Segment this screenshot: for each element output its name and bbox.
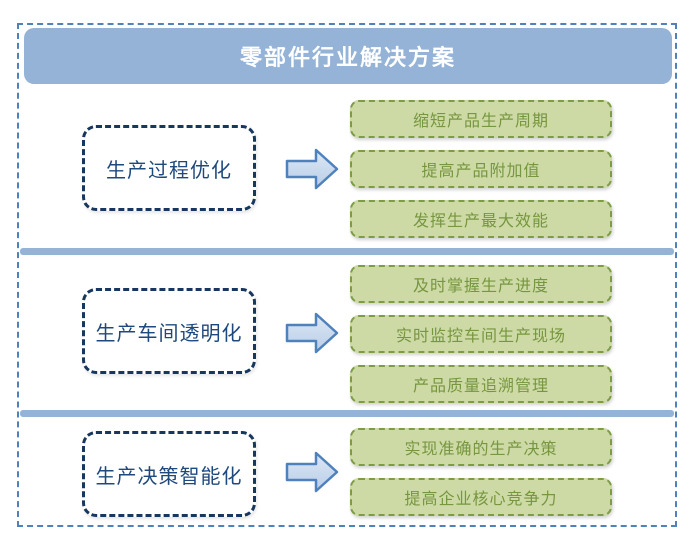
outcome-label: 缩短产品生产周期 — [412, 113, 549, 130]
section-label: 生产决策智能化 — [95, 465, 243, 488]
section-box-production-process: 生产过程优化 — [82, 125, 256, 211]
outcome-label: 产品质量追溯管理 — [412, 378, 549, 395]
outcome-box: 及时掌握生产进度 — [350, 265, 612, 303]
outcome-box: 提高产品附加值 — [350, 150, 612, 188]
outcome-box: 实时监控车间生产现场 — [350, 315, 612, 353]
outcome-label: 及时掌握生产进度 — [412, 278, 549, 295]
outcome-box: 缩短产品生产周期 — [350, 100, 612, 138]
outcome-box: 发挥生产最大效能 — [350, 200, 612, 238]
section-label: 生产车间透明化 — [95, 322, 243, 345]
right-arrow-icon — [285, 312, 339, 354]
diagram-title-bar: 零部件行业解决方案 — [24, 28, 672, 84]
right-arrow-icon — [285, 451, 339, 493]
diagram-title: 零部件行业解决方案 — [239, 45, 456, 70]
section-divider — [20, 410, 674, 417]
outcome-box: 实现准确的生产决策 — [350, 428, 612, 466]
right-arrow-icon — [285, 148, 339, 190]
section-box-workshop-transparency: 生产车间透明化 — [82, 288, 256, 374]
outcome-box: 产品质量追溯管理 — [350, 365, 612, 403]
diagram-outer-border — [17, 23, 677, 527]
outcome-label: 实时监控车间生产现场 — [395, 328, 566, 345]
section-label: 生产过程优化 — [106, 159, 232, 182]
outcome-box: 提高企业核心竞争力 — [350, 478, 612, 516]
section-divider — [20, 248, 674, 255]
outcome-label: 实现准确的生产决策 — [404, 441, 558, 458]
outcome-label: 提高产品附加值 — [421, 163, 541, 180]
section-box-decision-intelligence: 生产决策智能化 — [82, 431, 256, 517]
outcome-label: 提高企业核心竞争力 — [404, 491, 558, 508]
outcome-label: 发挥生产最大效能 — [412, 213, 549, 230]
